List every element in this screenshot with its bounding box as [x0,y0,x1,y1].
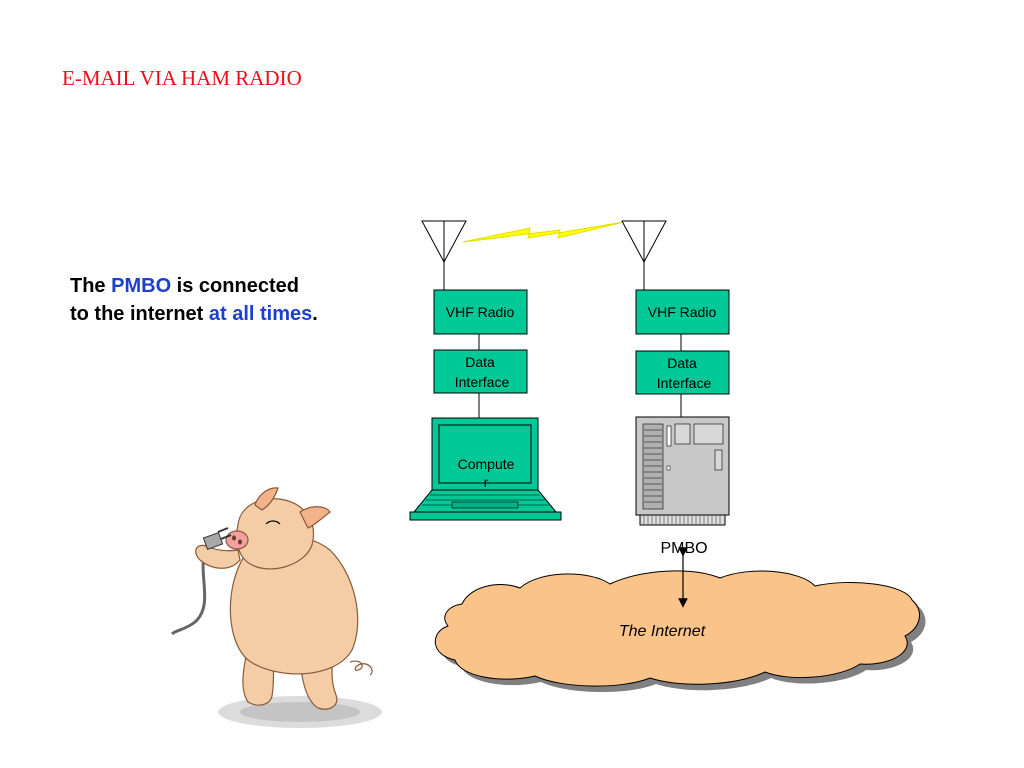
laptop-icon: Compute r [409,417,562,521]
statement-part4: . [312,303,318,325]
antenna-icon [421,220,467,290]
right-vhf-radio-box: VHF Radio [635,289,730,335]
server-icon [635,416,730,526]
lightning-link-icon [462,221,625,243]
cloud-icon: The Internet [434,570,926,693]
left-interface-line2: Interface [455,374,510,390]
internet-label: The Internet [619,623,706,640]
right-data-interface-box: Data Interface [635,350,730,395]
pig-with-plug-icon [170,487,382,728]
statement-highlight-pmbo: PMBO [111,275,172,297]
statement-highlight-times: at all times [208,303,313,325]
statement-part3: to the internet [70,303,209,325]
left-vhf-radio-label: VHF Radio [446,304,515,320]
antenna-icon [621,220,667,290]
pmbo-label: PMBO [660,540,707,557]
statement-part2: is connected [171,275,299,297]
right-interface-line2: Interface [657,375,712,391]
statement-part1: The [70,275,112,297]
slide-title: E-MAIL VIA HAM RADIO [62,66,302,90]
right-vhf-radio-label: VHF Radio [648,304,717,320]
computer-label-line2: r [484,474,489,490]
computer-label-line1: Compute [458,456,515,472]
left-interface-line1: Data [465,354,495,370]
left-data-interface-box: Data Interface [433,349,528,394]
statement-text: The PMBO is connected to the internet at… [70,272,318,328]
right-interface-line1: Data [667,355,697,371]
left-vhf-radio-box: VHF Radio [433,289,528,335]
